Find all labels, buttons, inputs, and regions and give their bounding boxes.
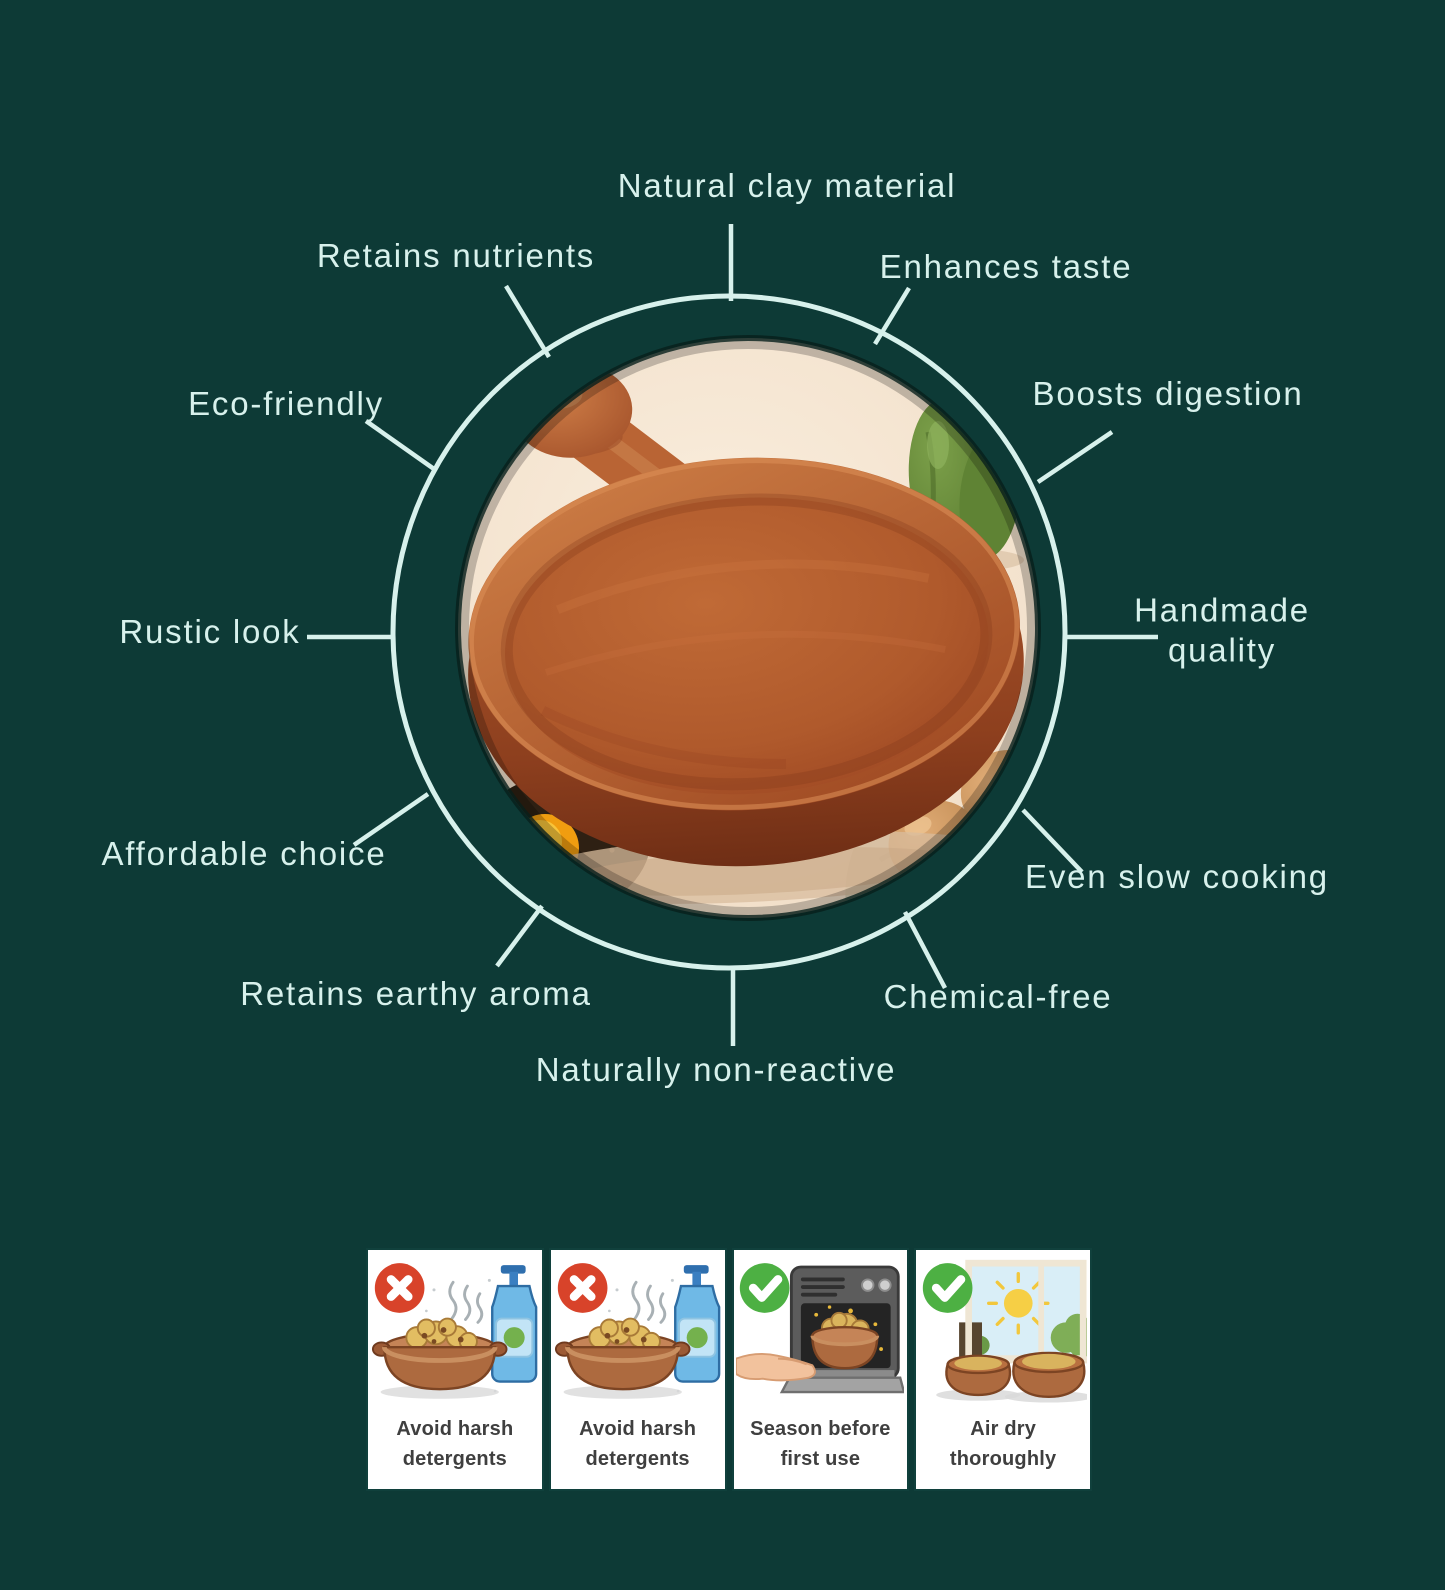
connector-line-boosts-digestion [1036, 430, 1114, 484]
hand-illustration [736, 1352, 817, 1382]
photo-edge [455, 335, 1041, 921]
card-illustration [368, 1250, 542, 1406]
steam-icon [448, 1280, 484, 1324]
detergent-bottle-illustration [490, 1265, 538, 1383]
clay-bowl-illustration [554, 1317, 691, 1399]
card-illustration [734, 1250, 908, 1406]
connector-line-retains-nutrients [504, 284, 551, 359]
steam-icon [630, 1280, 666, 1324]
care-card-air-dry: Air dry thoroughly [914, 1248, 1092, 1491]
feature-label-even-slow-cooking: Even slow cooking [1025, 858, 1329, 895]
window-illustration [953, 1259, 1088, 1364]
sun-icon [987, 1272, 1050, 1335]
feature-label-boosts-digestion: Boosts digestion [1032, 375, 1304, 412]
care-card-caption: Avoid harsh detergents [396, 1417, 514, 1470]
feature-label-naturally-non-reactive: Naturally non-reactive [535, 1051, 897, 1088]
food-bits [421, 1327, 464, 1344]
detergent-bottle-illustration [673, 1265, 720, 1383]
card-illustration [916, 1250, 1090, 1406]
product-photo [458, 338, 1038, 918]
clay-pots-illustration [936, 1351, 1088, 1403]
feature-label-natural-clay-material: Natural clay material [617, 167, 957, 204]
care-card-caption: Avoid harsh detergents [579, 1417, 697, 1470]
check-icon [922, 1263, 973, 1313]
feature-label-affordable-choice: Affordable choice [101, 835, 387, 872]
connector-line-chemical-free [903, 910, 947, 990]
feature-label-retains-nutrients: Retains nutrients [316, 237, 596, 274]
connector-line-retains-earthy-aroma [495, 904, 544, 968]
clay-pan [468, 363, 1024, 904]
clay-bowl-illustration [371, 1317, 508, 1399]
cross-icon [374, 1263, 425, 1313]
care-card-caption: Air dry thoroughly [949, 1417, 1057, 1470]
care-instructions-strip: Avoid harsh detergents [366, 1248, 1092, 1491]
care-card-season-before-use: Season before first use [731, 1248, 910, 1491]
check-icon [740, 1263, 790, 1313]
avoid-detergent-illustration [554, 1263, 720, 1399]
feature-label-chemical-free: Chemical-free [883, 978, 1113, 1015]
diagram-ring [390, 293, 1068, 971]
care-card-avoid-detergents-2: Avoid harsh detergents [548, 1248, 727, 1491]
season-oven-illustration [736, 1263, 905, 1394]
cross-icon [557, 1263, 608, 1313]
clay-pot-illustration [810, 1311, 880, 1370]
food-bits [604, 1327, 647, 1344]
feature-label-handmade-quality: Handmade quality [1134, 591, 1310, 668]
connector-line-even-slow-cooking [1021, 808, 1084, 874]
care-card-avoid-detergents-1: Avoid harsh detergents [366, 1248, 544, 1491]
connector-line-eco-friendly [364, 419, 436, 471]
feature-label-retains-earthy-aroma: Retains earthy aroma [240, 975, 592, 1012]
feature-label-rustic-look: Rustic look [119, 613, 301, 650]
connector-line-affordable-choice [352, 792, 430, 847]
air-dry-illustration [922, 1259, 1088, 1403]
card-illustration [551, 1250, 725, 1406]
feature-label-enhances-taste: Enhances taste [879, 248, 1133, 285]
care-card-caption: Season before first use [750, 1417, 891, 1470]
avoid-detergent-illustration [371, 1263, 538, 1399]
feature-label-eco-friendly: Eco-friendly [188, 385, 384, 422]
